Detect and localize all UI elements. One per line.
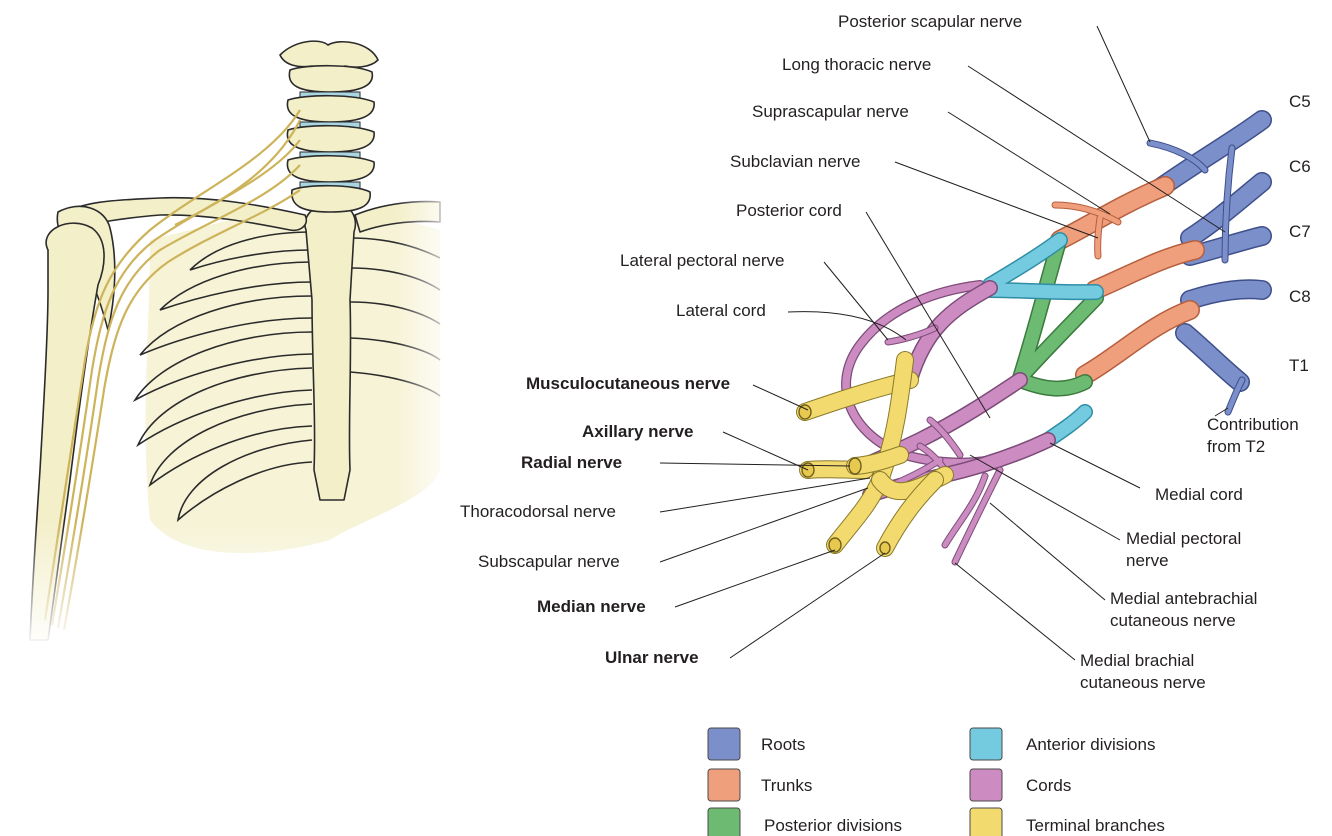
cords-main [855,288,1048,562]
label-medial-antebrachial-1: Medial antebrachial [1110,589,1257,608]
root-t1 [1185,333,1240,382]
fade-right [395,180,460,600]
trunks [1055,186,1195,375]
label-medial-brachial-1: Medial brachial [1080,651,1194,670]
label-posterior-cord: Posterior cord [736,201,842,220]
label-medial-cord: Medial cord [1155,485,1243,504]
legend-label-posterior-divisions: Posterior divisions [764,816,902,835]
upper-trunk [1060,186,1165,240]
plexus-schematic: Posterior scapular nerve Long thoracic n… [460,12,1311,692]
label-ulnar: Ulnar nerve [605,648,699,667]
legend-item-terminal-branches: Terminal branches [970,808,1165,836]
label-c6: C6 [1289,157,1311,176]
middle-trunk [1095,250,1195,290]
legend-swatch-trunks [708,769,740,801]
legend-swatch-anterior-divisions [970,728,1002,760]
legend-label-terminal-branches: Terminal branches [1026,816,1165,835]
legend-item-roots: Roots [708,728,805,760]
legend-label-cords: Cords [1026,776,1071,795]
label-radial: Radial nerve [521,453,622,472]
label-lateral-cord: Lateral cord [676,301,766,320]
legend-item-posterior-divisions: Posterior divisions [708,808,902,836]
legend-swatch-terminal-branches [970,808,1002,836]
label-medial-brachial-2: cutaneous nerve [1080,673,1206,692]
label-suprascapular: Suprascapular nerve [752,102,909,121]
legend-label-anterior-divisions: Anterior divisions [1026,735,1155,754]
label-median: Median nerve [537,597,646,616]
label-musculocutaneous: Musculocutaneous nerve [526,374,730,393]
label-contribution: Contribution [1207,415,1299,434]
label-medial-pectoral-2: nerve [1126,551,1169,570]
label-axillary: Axillary nerve [582,422,694,441]
legend-label-trunks: Trunks [761,776,812,795]
label-medial-pectoral-1: Medial pectoral [1126,529,1241,548]
legend-item-anterior-divisions: Anterior divisions [970,728,1155,760]
label-c8: C8 [1289,287,1311,306]
label-t1: T1 [1289,356,1309,375]
label-long-thoracic: Long thoracic nerve [782,55,931,74]
legend-swatch-cords [970,769,1002,801]
labels: Posterior scapular nerve Long thoracic n… [460,12,1311,692]
skeleton-illustration [0,41,460,650]
legend-item-trunks: Trunks [708,769,812,801]
fade-bottom [0,520,460,650]
label-c7: C7 [1289,222,1311,241]
legend-item-cords: Cords [970,769,1071,801]
label-from-t2: from T2 [1207,437,1265,456]
legend-label-roots: Roots [761,735,805,754]
label-c5: C5 [1289,92,1311,111]
cervical-spine [280,41,378,212]
label-subclavian: Subclavian nerve [730,152,860,171]
lower-trunk [1085,310,1190,375]
label-subscapular: Subscapular nerve [478,552,620,571]
legend-swatch-roots [708,728,740,760]
label-thoracodorsal: Thoracodorsal nerve [460,502,616,521]
label-posterior-scapular: Posterior scapular nerve [838,12,1022,31]
label-lateral-pectoral: Lateral pectoral nerve [620,251,784,270]
label-medial-antebrachial-2: cutaneous nerve [1110,611,1236,630]
legend-swatch-posterior-divisions [708,808,740,836]
legend: Roots Anterior divisions Trunks Cords Po… [708,728,1165,836]
